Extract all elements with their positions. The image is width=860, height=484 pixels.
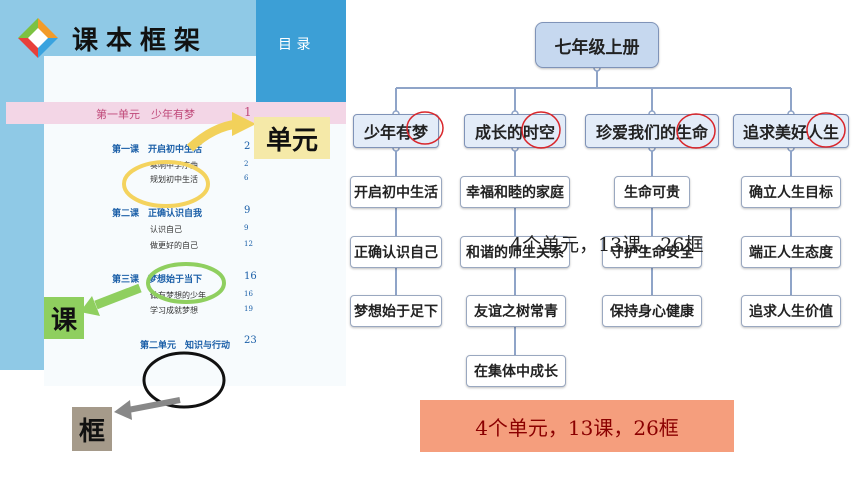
- lesson-node-1-1: 开启初中生活: [350, 176, 442, 208]
- toc-lesson3-page: 16: [244, 271, 257, 282]
- lesson-node-2-2: 和谐的师生关系: [460, 236, 570, 268]
- toc-unit1-label: 第一单元 少年有梦: [96, 108, 195, 121]
- toc-frame-1-1-page: 2: [244, 160, 249, 168]
- summary-banner: 4个单元，13课，26框: [420, 400, 734, 452]
- frame-arrow: [127, 397, 181, 413]
- course-logo-icon: [18, 18, 58, 58]
- toc-frame-3-2: 学习成就梦想: [150, 306, 198, 315]
- unit-node-4: 追求美好人生: [733, 114, 849, 148]
- toc-lesson1-label: 第一课 开启初中生活: [112, 145, 203, 155]
- toc-frame-2-1-page: 9: [244, 224, 249, 232]
- unit-highlight-ellipse: [122, 160, 210, 208]
- lesson-node-4-3: 追求人生价值: [741, 295, 841, 327]
- unit-node-1: 少年有梦: [353, 114, 439, 148]
- lesson-node-2-4: 在集体中成长: [466, 355, 566, 387]
- unit-node-3: 珍爱我们的生命: [585, 114, 719, 148]
- toc-lesson2-page: 9: [244, 205, 251, 216]
- textbook-contents-image: 目 录 第一单元 少年有梦 1 第一课 开启初中生活 2 奏响中学序曲 2 规划…: [0, 0, 346, 386]
- toc-frame-1-2-page: 6: [244, 174, 249, 182]
- unit-node-2: 成长的时空: [464, 114, 566, 148]
- lesson-node-3-3: 保持身心健康: [602, 295, 702, 327]
- toc-frame-3-1-page: 16: [244, 290, 253, 298]
- lesson-tag: 课: [44, 297, 84, 339]
- overlay-summary-text: 4个单元，13课，26框: [510, 234, 704, 256]
- toc-frame-3-1: 做有梦想的少年: [150, 291, 206, 300]
- lesson-node-3-1: 生命可贵: [614, 176, 690, 208]
- contents-tab: 目 录: [256, 0, 346, 110]
- toc-unit2-page: 23: [244, 335, 257, 346]
- lesson-arrow: [94, 283, 142, 310]
- lesson-node-1-2: 正确认识自己: [350, 236, 442, 268]
- toc-frame-1-2: 规划初中生活: [150, 175, 198, 184]
- toc-lesson1-page: 2: [244, 141, 251, 152]
- unit-tag: 单元: [254, 117, 330, 159]
- frame-arrow-head: [114, 400, 132, 420]
- root-node: 七年级上册: [535, 22, 659, 68]
- lesson-arrow-head: [80, 296, 100, 316]
- toc-frame-2-2-page: 12: [244, 240, 253, 248]
- lesson-node-4-1: 确立人生目标: [741, 176, 841, 208]
- lesson-node-2-3: 友谊之树常青: [466, 295, 566, 327]
- toc-lesson3-label: 第三课 梦想始于当下: [112, 275, 203, 285]
- lesson-node-1-3: 梦想始于足下: [350, 295, 442, 327]
- lesson-node-2-1: 幸福和睦的家庭: [460, 176, 570, 208]
- unit-arrow-head: [232, 112, 256, 136]
- toc-frame-2-1: 认识自己: [150, 225, 182, 234]
- frame-tag: 框: [72, 407, 112, 451]
- toc-frame-2-2: 做更好的自己: [150, 241, 198, 250]
- lesson-node-4-2: 端正人生态度: [741, 236, 841, 268]
- frame-highlight-ellipse: [142, 351, 226, 409]
- toc-unit1-page: 1: [244, 105, 252, 119]
- summary-text: 4个单元，13课，26框: [475, 415, 679, 440]
- page-title: 课本框架: [72, 26, 209, 56]
- toc-frame-1-1: 奏响中学序曲: [150, 161, 198, 170]
- toc-lesson2-label: 第二课 正确认识自我: [112, 209, 203, 219]
- toc-frame-3-2-page: 19: [244, 305, 253, 313]
- contents-tab-label: 目 录: [278, 37, 311, 53]
- toc-unit2-label: 第二单元 知识与行动: [140, 341, 231, 351]
- lesson-node-3-2: 守护生命安全: [602, 236, 702, 268]
- lesson-highlight-ellipse: [146, 262, 226, 304]
